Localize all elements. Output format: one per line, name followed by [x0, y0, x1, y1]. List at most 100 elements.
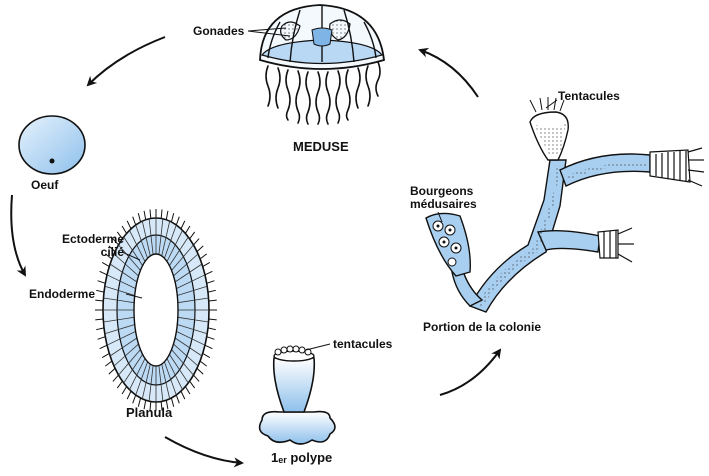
cilium [112, 238, 119, 246]
label-ectoderme-line2: cilié [100, 245, 124, 259]
egg-drawing [18, 115, 86, 175]
cell-wall [113, 343, 139, 367]
cell-wall [164, 224, 177, 259]
label-oeuf: Oeuf [31, 178, 59, 192]
cell-wall [166, 358, 183, 390]
cilium [99, 270, 108, 276]
cell-wall [166, 230, 183, 262]
cilium [116, 231, 123, 240]
cilium [101, 352, 110, 359]
cell-wall [174, 263, 203, 283]
cell-wall [169, 236, 189, 266]
cilium [112, 374, 119, 382]
cilium [97, 336, 106, 340]
cilium [108, 368, 116, 375]
cell-wall [176, 274, 206, 289]
cilium [206, 336, 215, 340]
cilium [132, 216, 137, 226]
planula-cavity [133, 253, 179, 367]
cilium [206, 280, 215, 284]
egg-cell [18, 115, 86, 175]
cell-wall [158, 218, 164, 255]
cell-wall [123, 236, 143, 266]
planula-drawing [95, 209, 217, 411]
cell-wall [123, 354, 143, 384]
cilium [193, 238, 200, 246]
cell-wall [177, 297, 209, 304]
cell-wall [161, 364, 171, 399]
cell-wall [141, 364, 151, 399]
cilium [207, 289, 216, 293]
cell-wall [164, 361, 177, 396]
cilium [108, 245, 116, 252]
cilium [165, 210, 169, 220]
arrow-oeuf-to-planula [10, 194, 26, 277]
egg-nucleus [49, 158, 55, 164]
medusa-drawing [247, 4, 385, 125]
label-meduse: MEDUSE [293, 139, 349, 154]
cilium [143, 210, 147, 220]
cilium [132, 394, 137, 404]
colony-right-branch-lower [536, 229, 601, 253]
cilium [189, 231, 196, 240]
cell-wall [173, 343, 199, 367]
cell-wall [129, 230, 146, 262]
planula-cell-walls [103, 218, 209, 402]
colony-coenosarc-dots [478, 163, 648, 308]
label-gonades: Gonades [193, 24, 245, 38]
cell-wall [141, 221, 151, 256]
cilium [184, 386, 191, 395]
colony-hydranth-top [529, 97, 569, 161]
cell-wall [171, 349, 194, 376]
cilium [101, 261, 110, 268]
cell-wall [103, 297, 135, 304]
label-planula: Planula [126, 405, 173, 420]
arrow-planula-to-polype [164, 436, 244, 468]
arrow-meduse-to-oeuf [86, 36, 166, 87]
cilium [193, 374, 200, 382]
cilium [202, 261, 211, 268]
cilium [175, 216, 180, 226]
arrow-colonie-to-meduse [418, 47, 479, 98]
cell-wall [173, 253, 199, 277]
polyp-base [258, 410, 336, 445]
polyp-tentacle-buds [274, 345, 312, 356]
cilium [184, 225, 191, 234]
cell-wall [177, 324, 208, 335]
label-bourgeons-line2: médusaires [410, 197, 477, 211]
cell-wall [169, 354, 189, 384]
cilium [149, 401, 152, 411]
label-first-polype: 1er polype [271, 450, 333, 466]
cell-wall [161, 221, 171, 256]
colony-stems [451, 153, 651, 313]
label-ectoderme-line1: Ectoderme [61, 232, 124, 246]
cell-wall [148, 218, 154, 255]
cell-wall [109, 263, 138, 283]
cell-wall [103, 316, 135, 323]
cell-wall [177, 316, 209, 323]
cilium [199, 360, 208, 367]
label-portion-colonie: Portion de la colonie [423, 320, 542, 334]
cell-wall [106, 274, 136, 289]
cell-wall [158, 365, 164, 402]
cell-wall [129, 358, 146, 390]
cell-wall [148, 365, 154, 402]
medusa-tentacles [265, 61, 381, 125]
cycle-arrows [10, 36, 502, 468]
colony-tentacle-pointer [545, 99, 558, 109]
cell-wall [135, 361, 148, 396]
cilium [126, 390, 132, 400]
cilium [99, 344, 108, 350]
cilium [95, 299, 104, 302]
colony-gonozooid [425, 211, 471, 277]
cell-wall [177, 285, 208, 296]
label-colonie-tentacules: Tentacules [558, 89, 620, 103]
cilium [170, 397, 175, 407]
cilium [104, 360, 113, 367]
cilium [96, 327, 105, 331]
cilium [121, 386, 128, 395]
cilium [204, 344, 213, 350]
cell-wall [104, 285, 135, 296]
cilium [180, 390, 186, 400]
